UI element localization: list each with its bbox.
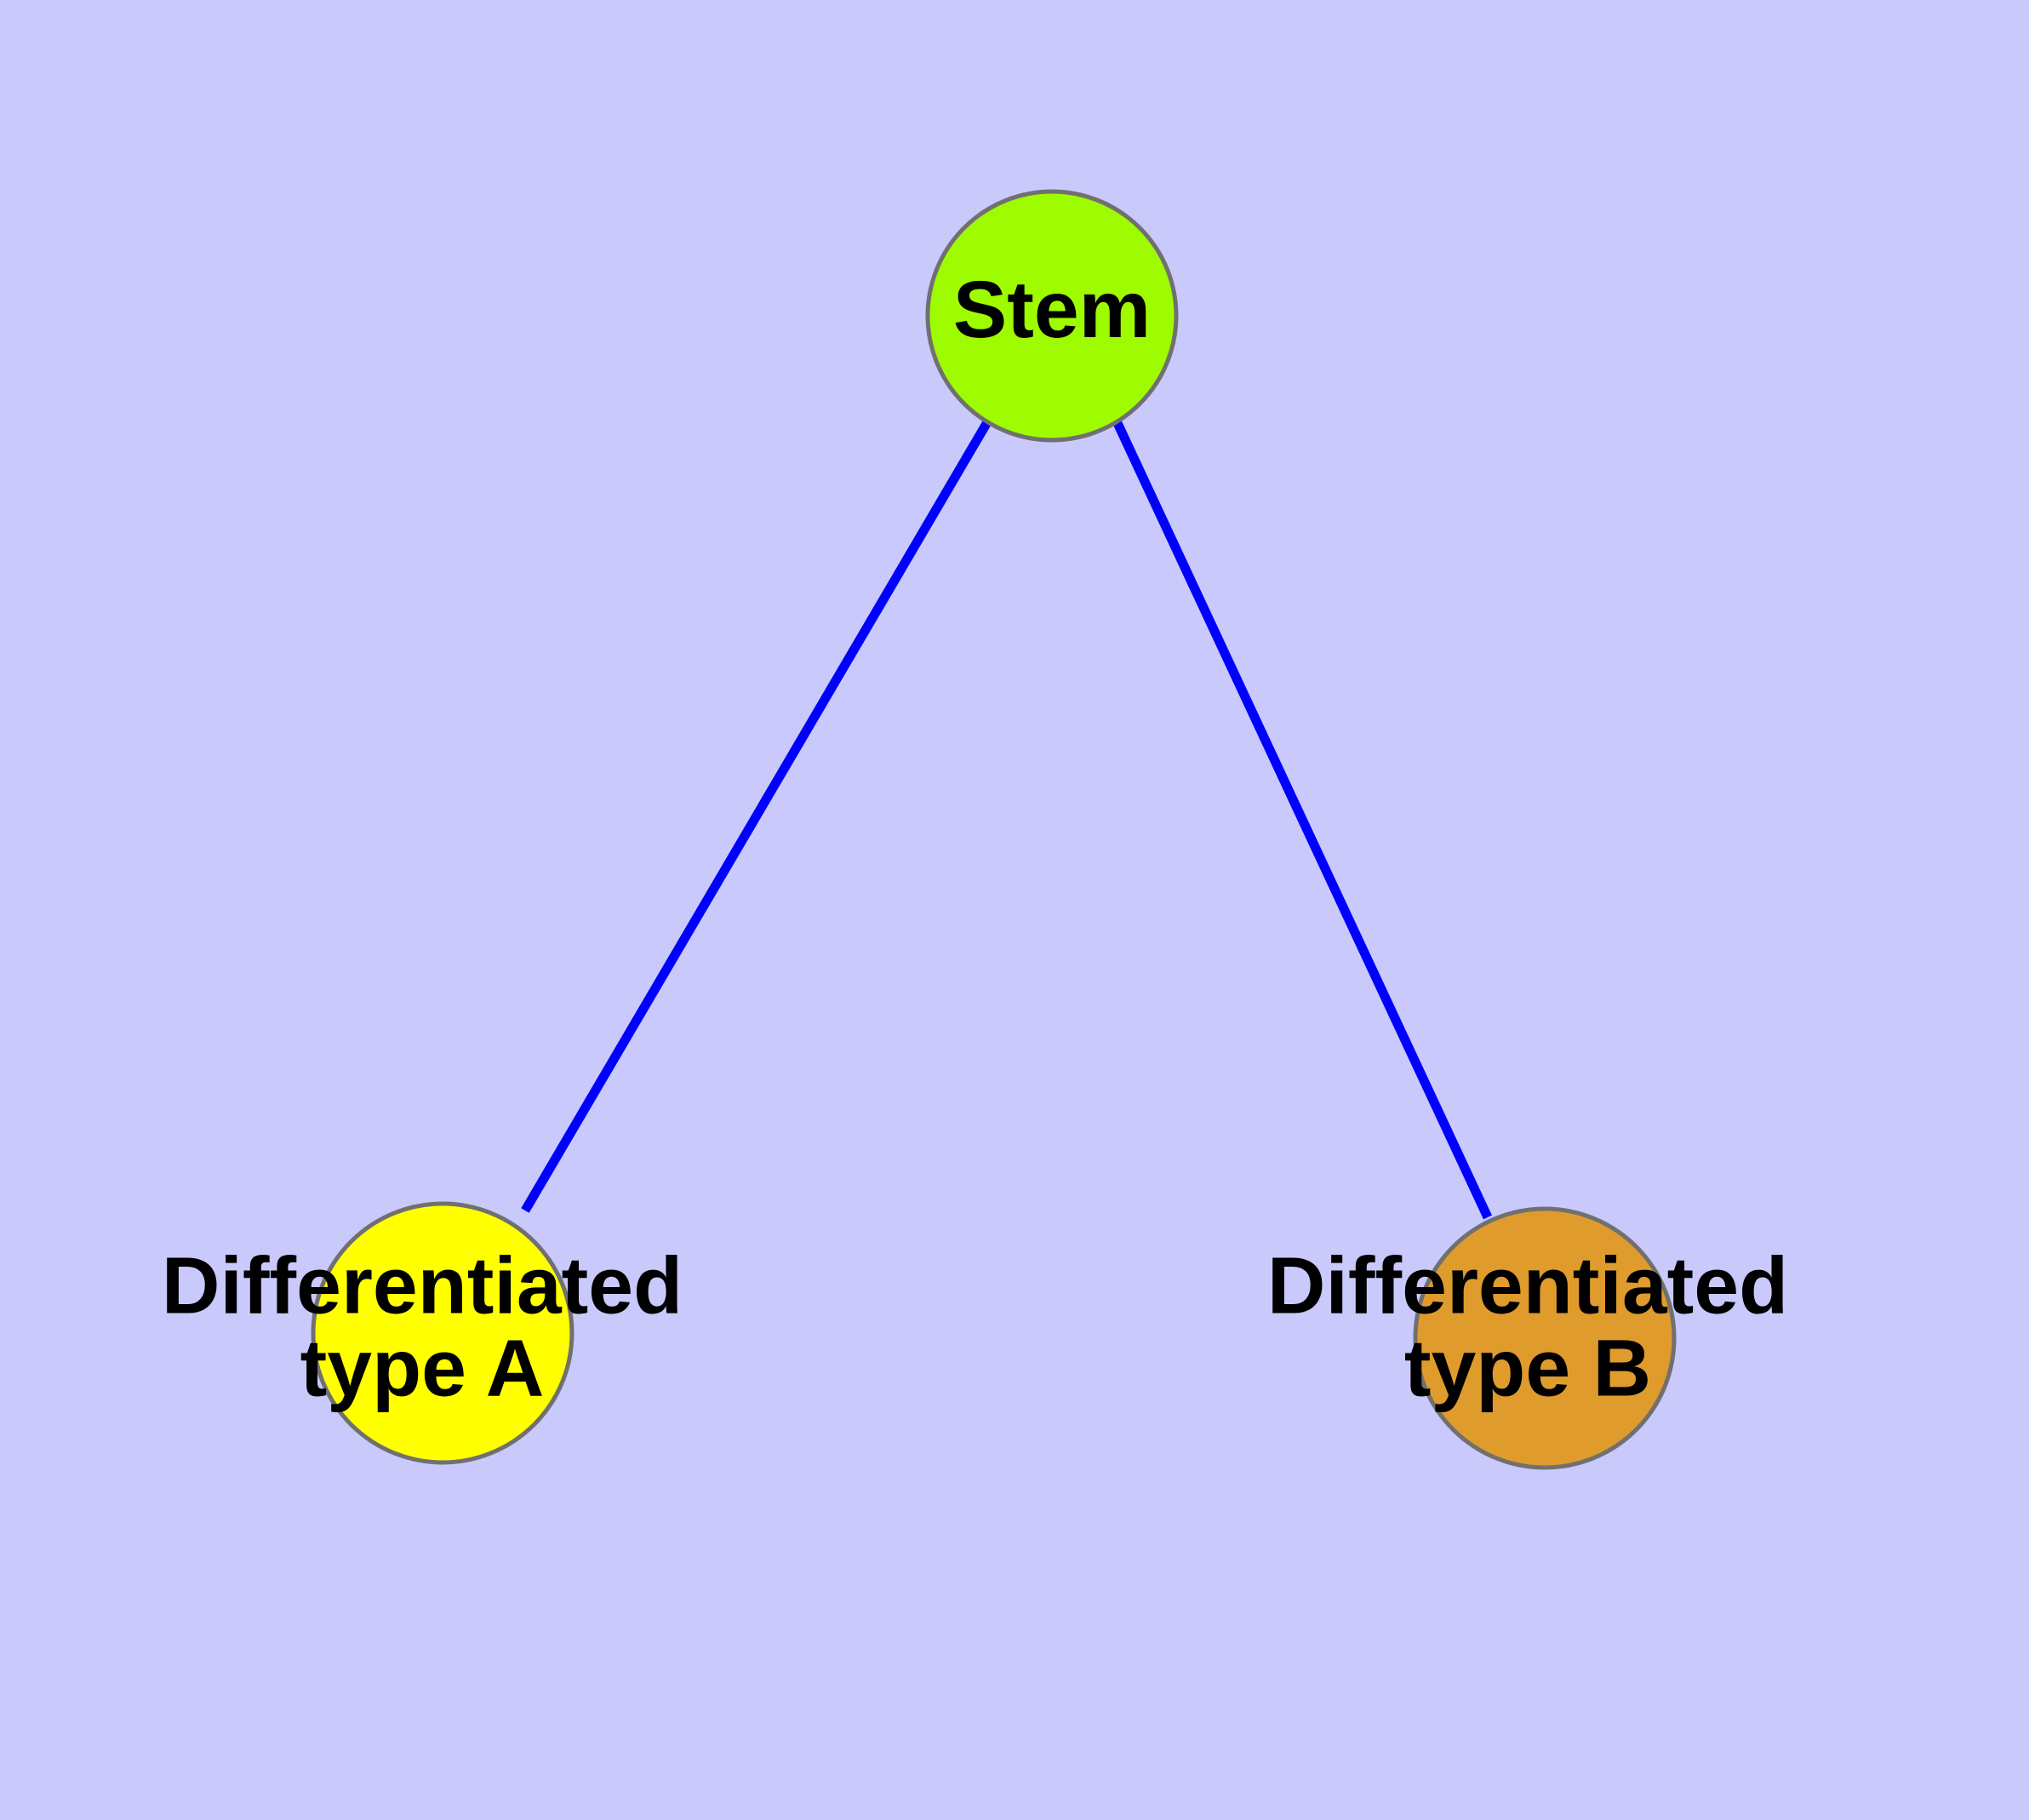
node-diff_b[interactable] xyxy=(1413,1206,1677,1470)
node-circle-diff_b[interactable] xyxy=(1413,1206,1677,1470)
node-diff_a[interactable] xyxy=(311,1201,574,1465)
node-circle-stem[interactable] xyxy=(925,189,1179,443)
node-circle-diff_a[interactable] xyxy=(311,1201,574,1465)
node-label-line: Differentiated xyxy=(1267,1241,1788,1331)
node-label-line: type A xyxy=(300,1324,545,1414)
node-stem[interactable] xyxy=(925,189,1179,443)
node-label-line: Differentiated xyxy=(162,1241,683,1331)
node-label-line: type B xyxy=(1404,1324,1651,1414)
edge-stem-to-diff-a[interactable] xyxy=(521,420,992,1213)
edge-stem-to-diff-b[interactable] xyxy=(1113,421,1492,1220)
node-label-stem: Stem xyxy=(953,265,1151,355)
node-label-line: Stem xyxy=(953,265,1151,355)
edges-layer xyxy=(521,420,1492,1220)
